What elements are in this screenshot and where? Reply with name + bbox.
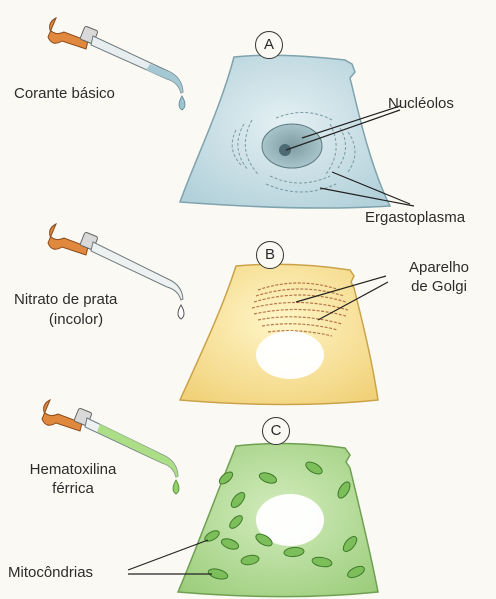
stain-drop [178,305,184,319]
stain-drop [173,480,179,494]
dropper-icon [48,18,183,93]
golgi-label-line1: Aparelho [394,258,484,277]
stain-label-a: Corante básico [14,84,115,103]
stain-label-b-line1: Nitrato de prata [14,290,117,309]
nucleoli-label: Nucléolos [388,94,454,113]
stain-label-b-line2: (incolor) [20,310,132,329]
nucleus [262,124,322,168]
mitochondria-label: Mitocôndrias [8,563,93,582]
stain-label-c-line1: Hematoxilina [10,460,136,479]
panel-a-badge: A [255,31,283,59]
panel-c-badge: C [262,417,290,445]
panel-b-badge: B [256,241,284,269]
stain-label-c-line2: férrica [10,479,136,498]
nucleolus [279,144,291,156]
ergastoplasm-label: Ergastoplasma [365,208,465,227]
golgi-label-line2: de Golgi [394,277,484,296]
stain-drop [179,96,185,110]
dropper-icon [48,224,183,300]
nucleus [256,331,324,379]
